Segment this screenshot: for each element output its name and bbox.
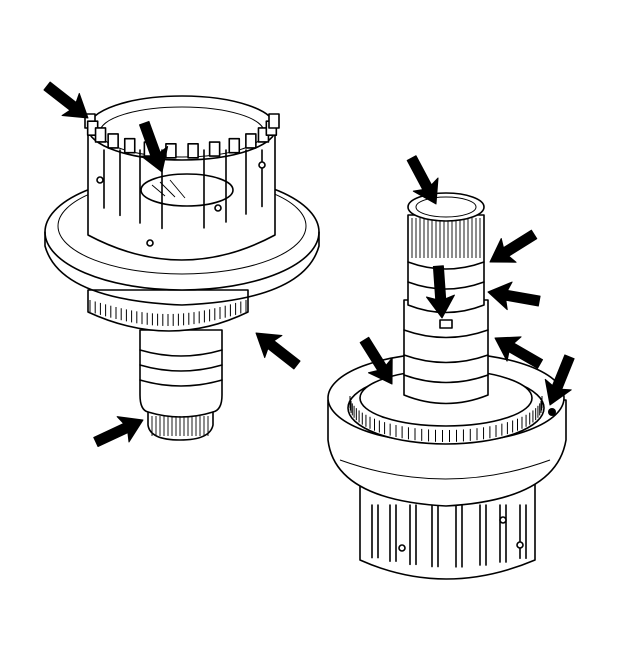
left-shaft-splines (151, 416, 209, 436)
left-hub-teeth (89, 300, 247, 326)
pointer-arrow-icon (255, 332, 301, 370)
pointer-arrow-icon (544, 354, 575, 406)
pointer-arrow-icon (494, 336, 544, 369)
left-shaft (139, 329, 223, 441)
pointer-arrow-icon (93, 416, 144, 448)
left-drum-slots (103, 149, 263, 230)
right-shaft-splines (411, 218, 481, 258)
pointer-arrow-icon (43, 81, 89, 119)
right-ring-dot (548, 408, 556, 416)
right-drum-slots (371, 504, 527, 568)
pointer-arrow-icon (487, 281, 541, 311)
left-drum (84, 95, 280, 261)
pointer-arrow-icon (406, 155, 439, 205)
right-ring-gear-teeth (349, 396, 543, 442)
pointer-arrows (43, 81, 575, 448)
left-clutch-drum-assembly (44, 95, 320, 441)
pointer-arrow-icon (489, 229, 538, 263)
right-shaft (403, 192, 489, 405)
pointer-arrow-icon (359, 336, 393, 385)
pointer-arrow-icon (425, 265, 455, 319)
right-shaft-ring-gear-assembly (327, 192, 567, 580)
pointer-arrow-icon (139, 120, 169, 173)
